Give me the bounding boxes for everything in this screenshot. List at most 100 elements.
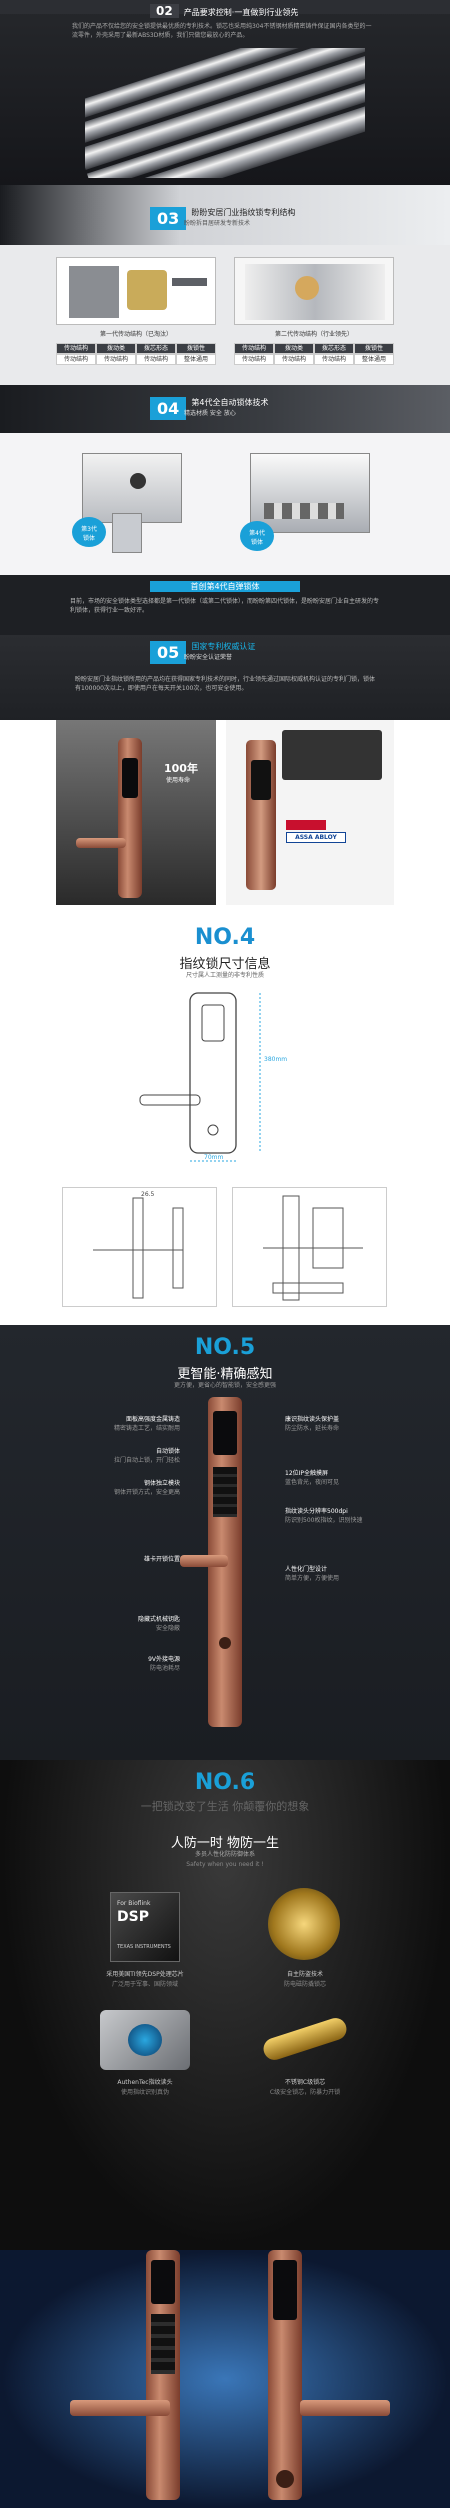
table-cell: 拨动类 — [96, 343, 136, 354]
chip-ti: TEXAS INSTRUMENTS — [117, 1944, 171, 1950]
feature-desc: 拉门自动上锁，开门轻松 — [113, 1457, 180, 1464]
table-cell: 传动结构 — [136, 354, 176, 365]
feature-desc: 简单方便，方便使用 — [285, 1575, 340, 1582]
feature-item: 康识指纹读头保护盖防尘防水，延长寿命 — [285, 1415, 339, 1433]
steel-bars-image — [64, 9, 397, 185]
lock-body-gen3-image: 第3代 锁体 — [72, 443, 192, 563]
no4-title: 指纹锁尺寸信息 — [179, 957, 271, 972]
section-02: 02 产品要求控制·一直做到行业领先 我们的产品不仅给您的安全锁提供最优质的专利… — [0, 0, 450, 185]
years-label: 100年 — [164, 762, 198, 775]
table-cell: 整体通用 — [354, 354, 394, 365]
section-03-title: 盼盼安居门业指纹锁专利结构 — [191, 208, 296, 217]
no6-title: 一把锁改变了生活 你颠覆你的想象 — [140, 1800, 310, 1813]
no4-section: NO.4 指纹锁尺寸信息 尺寸属人工测量的非专利性质 380mm 70mm 26… — [0, 905, 450, 1325]
feature-title: 钢体独立模块 — [143, 1480, 180, 1487]
feature-item: 钢体独立模块钢体开锁方式，安全更高 — [114, 1479, 180, 1497]
table-cell: 拨锁性 — [354, 343, 394, 354]
feature-3-label: AuthenTec指纹读头 — [117, 2079, 173, 2086]
section-04-number: 04 — [150, 397, 187, 420]
feature-title: 12位IP全触摸屏 — [285, 1470, 329, 1477]
feature-2-label: 自主防盗技术 — [286, 1971, 323, 1978]
no4-number: NO.4 — [194, 925, 256, 950]
gen4-banner: 首创第4代自弹锁体 — [150, 581, 300, 592]
feature-desc: 精密铸造工艺，结实耐用 — [113, 1425, 180, 1432]
lock-body-gen4-image: 第4代 锁体 — [240, 443, 380, 563]
section-02-desc: 我们的产品不仅给您的安全锁提供最优质的专利技术。锁芯也采用纯304不锈钢材质精密… — [72, 23, 372, 39]
feature-title: 面板高强度金属铸造 — [125, 1416, 180, 1423]
fingerprint-reader-image — [100, 2010, 190, 2070]
table-cell: 传动结构 — [274, 354, 314, 365]
table-cell: 整体通用 — [176, 354, 216, 365]
brand-label: ASSA ABLOY — [286, 832, 346, 843]
section-02-title: 产品要求控制·一直做到行业领先 — [183, 8, 299, 17]
structure-1-image — [56, 257, 216, 325]
no5-subtitle: 更方便，更省心的智能锁，安全感更强 — [173, 1382, 276, 1389]
feature-item: 人性化门型设计简单方便，方便使用 — [285, 1565, 339, 1583]
feature-desc: 蓝色背光，夜间可见 — [285, 1479, 340, 1486]
feature-item: 自动锁体拉门自动上锁，开门轻松 — [114, 1447, 180, 1465]
no5-lock-image — [180, 1397, 270, 1747]
feature-item: 12位IP全触摸屏蓝色背光，夜间可见 — [285, 1469, 339, 1487]
no5-section: NO.5 更智能·精确感知 更方便，更省心的智能锁，安全感更强 面板高强度金属铸… — [0, 1325, 450, 1760]
side-drawing: 26.5 — [62, 1187, 217, 1307]
product-photo-section: 100年 使用寿命 ASSA ABLOY — [0, 720, 450, 905]
feature-desc: 防尘防水，延长寿命 — [285, 1425, 340, 1432]
chip-brand: For Bioflink — [117, 1900, 151, 1907]
table-cell: 拨芯形态 — [136, 343, 176, 354]
feature-desc: 防识别500枚指纹，识别快速 — [285, 1517, 363, 1524]
height-dimension: 380mm — [264, 1056, 288, 1063]
chip-name: DSP — [117, 1909, 149, 1925]
section-05-desc: 盼盼安居门业指纹锁所用的产品均在获得国家专利技术的同时，行业领先通过国际权威机构… — [75, 676, 376, 692]
width-dimension: 70mm — [204, 1154, 224, 1161]
table-cell: 拨锁性 — [176, 343, 216, 354]
structure-2-image — [234, 257, 394, 325]
feature-item: 9V外接电源防电池耗尽 — [148, 1655, 180, 1673]
table-cell: 传动结构 — [234, 343, 274, 354]
structure-2-caption: 第二代传动结构（行业领先） — [274, 331, 353, 338]
feature-title: 自动锁体 — [155, 1448, 180, 1455]
no6-headline: 人防一时 物防一生 — [170, 1836, 280, 1851]
hero-handle-right — [300, 2400, 390, 2416]
feature-1-label: 采用美国TI领先DSP处理芯片 — [106, 1971, 184, 1978]
feature-4-desc: C级安全锁芯，防暴力开锁 — [269, 2089, 341, 2096]
feature-title: 隐藏式机械钥匙 — [137, 1616, 180, 1623]
feature-desc: 防电池耗尽 — [149, 1665, 180, 1672]
table-cell: 传动结构 — [56, 343, 96, 354]
section-04-desc-block: 首创第4代自弹锁体 目前，市场的安全锁体类型选择都是第一代锁体（或第二代锁体），… — [0, 575, 450, 635]
key-cylinder-image — [260, 2015, 350, 2063]
feature-title: 人性化门型设计 — [285, 1566, 328, 1573]
hero-lock-left — [140, 2250, 190, 2508]
no6-section: NO.6 一把锁改变了生活 你颠覆你的想象 人防一时 物防一生 多员人性化防防御… — [0, 1760, 450, 2250]
section-05-subtitle: 盼盼安全认证荣誉 — [184, 654, 233, 661]
feature-desc: 安全隐蔽 — [155, 1625, 180, 1632]
feature-item: 雄卡开锁位置 — [144, 1555, 180, 1564]
gen3-badge: 第3代 锁体 — [72, 517, 106, 547]
bottom-hero — [0, 2250, 450, 2508]
section-02-header: 02 产品要求控制·一直做到行业领先 — [150, 0, 298, 19]
table-cell: 拨动类 — [274, 343, 314, 354]
lock-cylinder-image — [268, 1888, 340, 1960]
feature-title: 康识指纹读头保护盖 — [285, 1416, 340, 1423]
years-sub-label: 使用寿命 — [166, 777, 191, 784]
photo-left: 100年 使用寿命 — [56, 720, 216, 905]
feature-title: 9V外接电源 — [148, 1656, 180, 1663]
section-05-header: 05 国家专利权威认证 盼盼安全认证荣誉 — [150, 641, 255, 664]
table-cell: 传动结构 — [96, 354, 136, 365]
no6-sub2: Safety when you need it ! — [186, 1861, 264, 1868]
section-05: 05 国家专利权威认证 盼盼安全认证荣誉 盼盼安居门业指纹锁所用的产品均在获得国… — [0, 635, 450, 720]
structure-2-table: 传动结构 拨动类 拨芯形态 拨锁性 传动结构 传动结构 传动结构 整体通用 — [234, 343, 394, 365]
no6-sub1: 多员人性化防防御体系 — [194, 1851, 255, 1858]
feature-item: 面板高强度金属铸造精密铸造工艺，结实耐用 — [114, 1415, 180, 1433]
section-04-header: 04 第4代全自动锁体技术 精选材质 安全 放心 — [150, 397, 268, 420]
table-cell: 拨芯形态 — [314, 343, 354, 354]
structure-1-caption: 第一代传动结构（已淘汰） — [99, 331, 172, 338]
hero-handle — [70, 2400, 170, 2416]
feature-1-desc: 广泛用于军事、国防领域 — [111, 1981, 178, 1988]
dsp-chip-image: For Bioflink DSP TEXAS INSTRUMENTS — [110, 1892, 180, 1962]
section-03-header: 03 盼盼安居门业指纹锁专利结构 盼盼拆目居研发专新技术 — [150, 207, 295, 230]
photo-right: ASSA ABLOY — [226, 720, 394, 905]
feature-title: 雄卡开锁位置 — [143, 1556, 180, 1563]
no5-title: 更智能·精确感知 — [177, 1367, 273, 1382]
